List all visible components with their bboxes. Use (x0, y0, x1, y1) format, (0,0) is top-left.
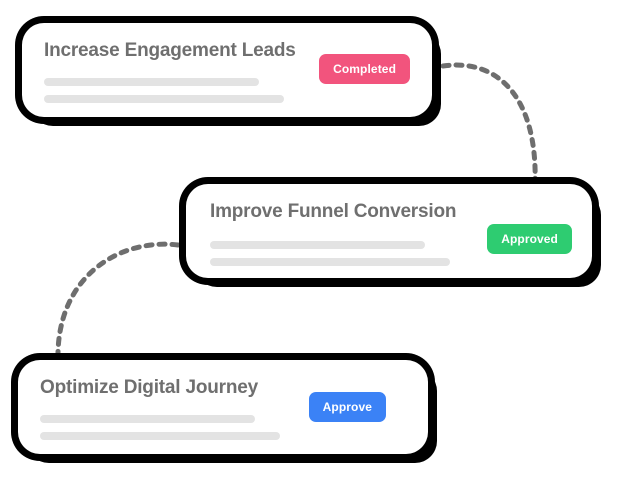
connector-card2-to-card3 (55, 241, 181, 363)
skeleton-line (44, 94, 284, 103)
status-badge-approved[interactable]: Approved (487, 224, 572, 254)
skeleton-line (210, 240, 425, 249)
skeleton-line (210, 257, 450, 266)
card-title: Improve Funnel Conversion (210, 201, 457, 222)
card-placeholder-lines (40, 414, 406, 440)
card-body: Optimize Digital Journey Approve (18, 360, 428, 454)
flow-card-optimize-digital-journey[interactable]: Optimize Digital Journey Approve (18, 360, 428, 454)
skeleton-line (44, 77, 259, 86)
flow-card-improve-funnel-conversion[interactable]: Improve Funnel Conversion Approved (186, 184, 592, 278)
card-body: Improve Funnel Conversion Approved (186, 184, 592, 278)
card-body: Increase Engagement Leads Completed (22, 23, 432, 117)
status-badge-completed[interactable]: Completed (319, 54, 410, 84)
skeleton-line (40, 414, 255, 423)
card-title: Increase Engagement Leads (44, 40, 296, 61)
card-placeholder-lines (44, 77, 410, 103)
connector-card1-to-card2 (440, 62, 538, 188)
approve-button[interactable]: Approve (308, 392, 386, 422)
skeleton-line (40, 431, 280, 440)
card-placeholder-lines (210, 240, 570, 266)
flow-card-increase-engagement-leads[interactable]: Increase Engagement Leads Completed (22, 23, 432, 117)
card-title: Optimize Digital Journey (40, 377, 258, 398)
